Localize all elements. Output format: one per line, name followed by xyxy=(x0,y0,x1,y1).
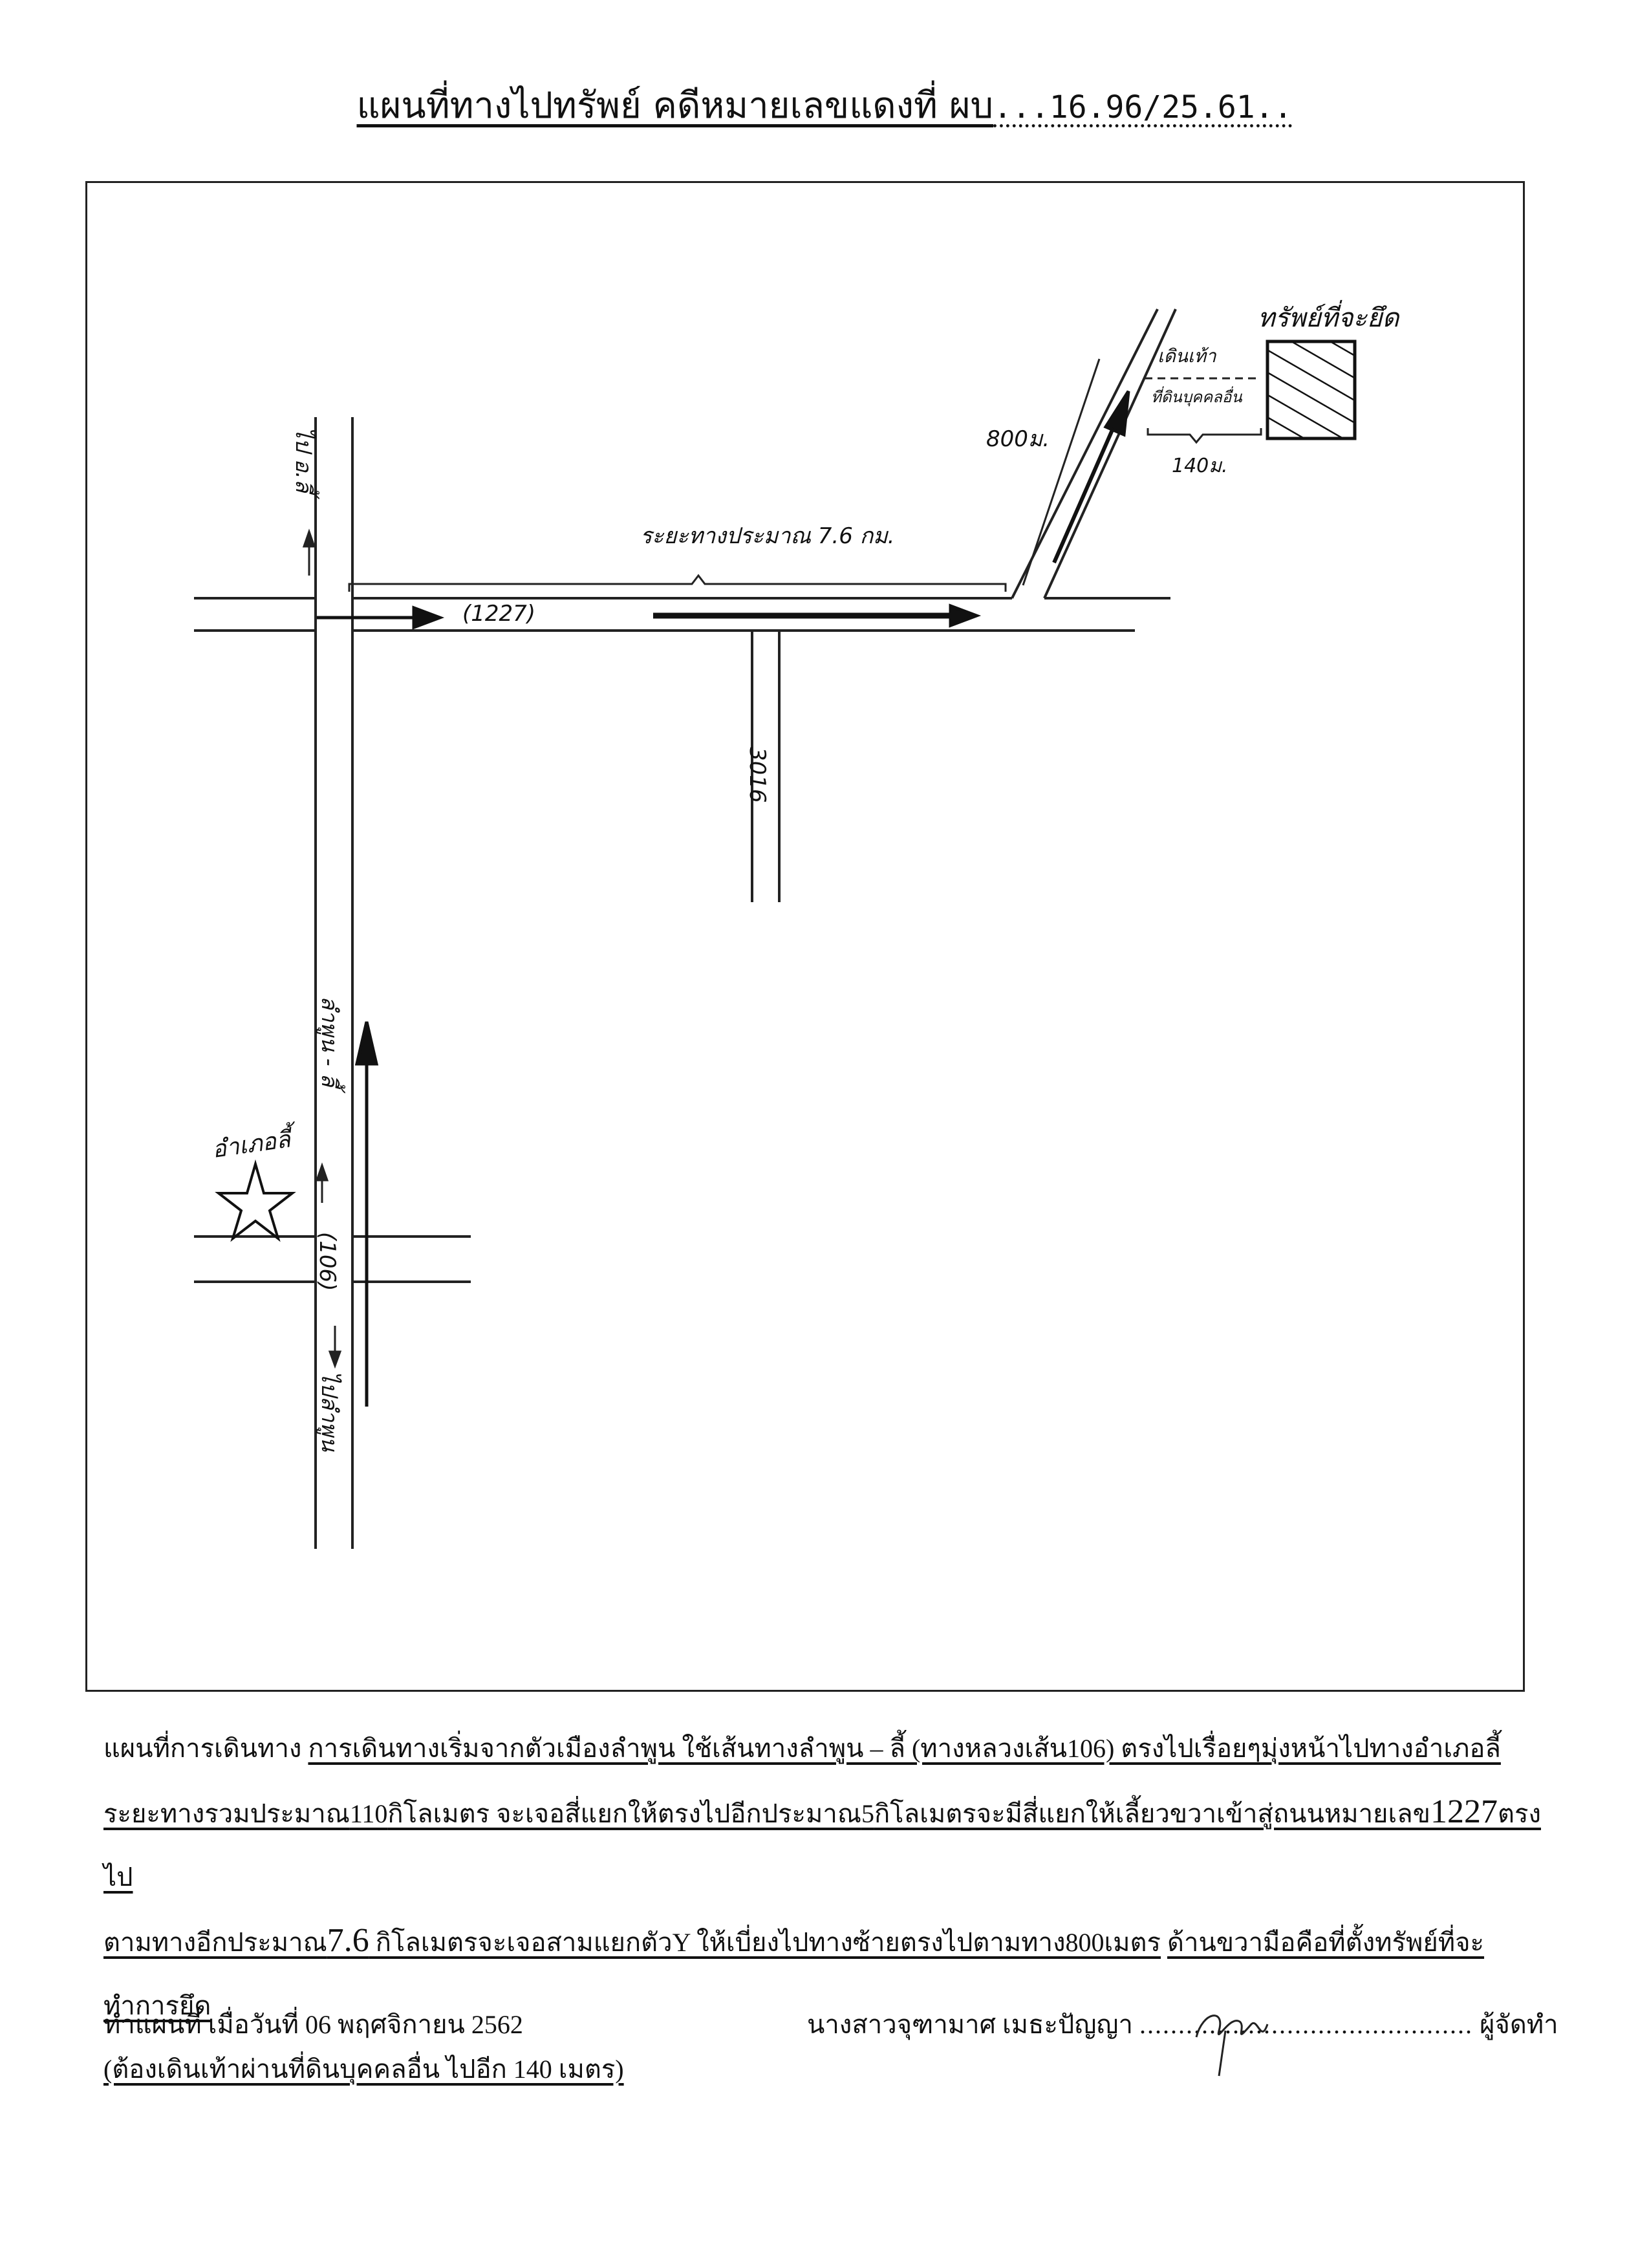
label-distance-140: 140ม. xyxy=(1172,455,1228,477)
label-to-lamphun: ไปลำพูน xyxy=(316,1371,342,1452)
district-star-icon xyxy=(215,1159,296,1242)
map-title: แผนที่ทางไปทรัพย์ คดีหมายเลขแดงที่ ผบ...… xyxy=(0,76,1649,134)
maker-name: นางสาวจุฑามาศ เมธะปัญญา xyxy=(807,2010,1133,2039)
label-property: ทรัพย์ที่จะยึด xyxy=(1258,299,1400,333)
south-arrow-head xyxy=(328,1350,342,1369)
diagonal-road-left-edge xyxy=(1011,308,1159,599)
roads xyxy=(194,308,1177,1549)
map-frame xyxy=(85,181,1525,1692)
label-to-li: ไป อ.ลี้ xyxy=(290,427,320,500)
direction-marks xyxy=(302,528,342,1369)
label-walk: เดินเท้า xyxy=(1158,345,1217,367)
north-arrow-head xyxy=(302,528,316,548)
desc-line-2: ระยะทางรวมประมาณ110กิโลเมตร จะเจอสี่แยกใ… xyxy=(103,1793,1541,1892)
mid-arrow-head xyxy=(315,1162,329,1182)
distance-bracket-140 xyxy=(1147,428,1262,444)
label-distance-7-6: ระยะทางประมาณ 7.6 กม. xyxy=(640,523,894,549)
route-arrows xyxy=(317,390,1130,1407)
route-arrowhead-east-2 xyxy=(949,603,982,628)
label-road-1227: (1227) xyxy=(462,601,535,627)
desc-line-3: ตามทางอีกประมาณ7.6 กิโลเมตรจะเจอสามแยกตั… xyxy=(103,1922,1485,2020)
signature-line: ........................................… xyxy=(1139,2010,1473,2039)
maker-role: ผู้จัดทำ xyxy=(1479,2010,1558,2039)
title-text: แผนที่ทางไปทรัพย์ คดีหมายเลขแดงที่ ผบ xyxy=(356,85,994,127)
route-arrowhead-diagonal xyxy=(1103,390,1130,437)
diagonal-road-right-edge xyxy=(1043,308,1177,599)
footer-date: ทำแผนที่ เมื่อวันที่ 06 พฤศจิกายน 2562 xyxy=(103,2010,523,2039)
label-road-3016: 3016 xyxy=(744,747,770,803)
property-plot xyxy=(1266,340,1357,440)
desc-line-1: แผนที่การเดินทาง การเดินทางเริ่มจากตัวเม… xyxy=(103,1734,1501,1763)
footer-maker: นางสาวจุฑามาศ เมธะปัญญา ................… xyxy=(807,2003,1558,2045)
distance-bracket-7-6 xyxy=(348,574,1007,592)
route-line-diagonal xyxy=(1052,429,1114,564)
label-distance-800: 800ม. xyxy=(986,426,1050,452)
route-description: แผนที่การเดินทาง การเดินทางเริ่มจากตัวเม… xyxy=(103,1717,1546,2101)
label-lamphun-li: ลำพูน - ลี้ xyxy=(316,996,346,1094)
distance-bracket-800 xyxy=(1022,358,1101,586)
signature-scribble xyxy=(1195,2014,1269,2077)
route-arrowhead-north xyxy=(354,1021,379,1066)
case-number: ...16.96/25.61.. xyxy=(993,89,1293,125)
route-arrowhead-east-1 xyxy=(412,605,445,630)
desc-line-4: (ต้องเดินเท้าผ่านที่ดินบุคคลอื่น ไปอีก 1… xyxy=(103,2055,624,2084)
label-road-106: (106) xyxy=(314,1232,340,1291)
label-other-land: ที่ดินบุคคลอื่น xyxy=(1151,386,1242,407)
